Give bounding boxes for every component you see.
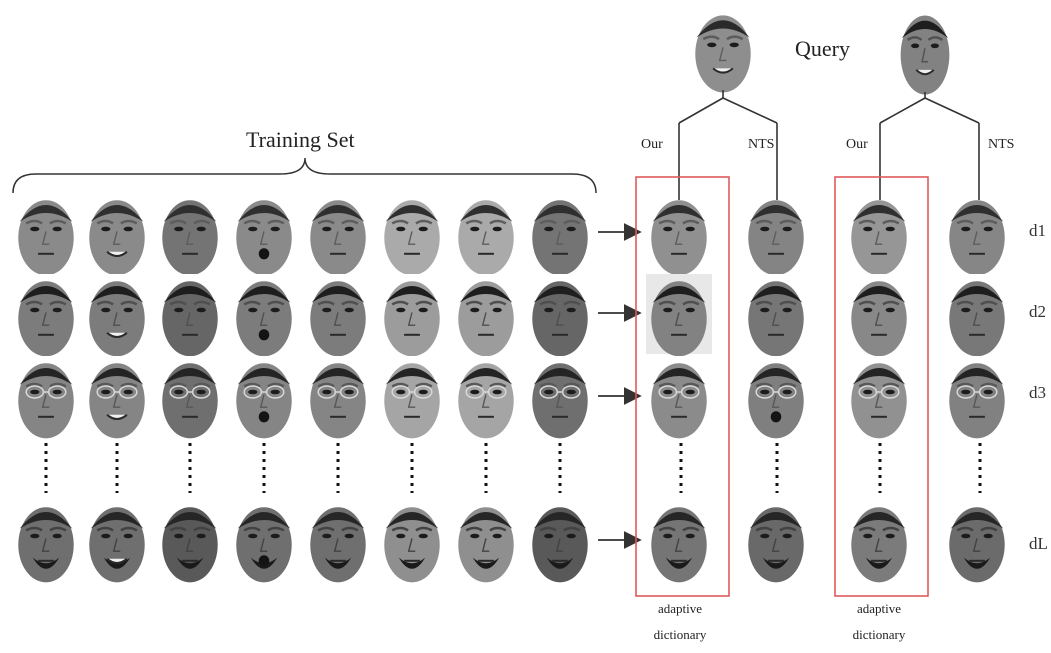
- query-label: Query: [795, 36, 850, 61]
- nts-face: [944, 274, 1010, 357]
- branch-label-ours-1: Our: [641, 137, 663, 152]
- training-face: [453, 356, 519, 439]
- training-face: [379, 356, 445, 439]
- training-face: [231, 274, 297, 357]
- training-set-brace: [12, 157, 597, 194]
- adaptive-dictionary-box-1: [635, 176, 730, 597]
- training-face: [527, 356, 593, 439]
- training-face: [157, 500, 223, 583]
- training-face: [305, 274, 371, 357]
- branch-label-nts-2: NTS: [988, 137, 1015, 152]
- training-face: [13, 193, 79, 276]
- adaptive-dictionary-face: [846, 274, 912, 357]
- caption-line-1: adaptive: [657, 601, 703, 616]
- adaptive-dictionary-face: [846, 193, 912, 276]
- training-face: [231, 193, 297, 276]
- branch-label-ours-2: Our: [846, 137, 868, 152]
- row-label-d2: d2: [1029, 302, 1046, 321]
- nts-face: [743, 356, 809, 439]
- adaptive-dictionary-box-2: [834, 176, 929, 597]
- training-face: [84, 500, 150, 583]
- training-face: [305, 193, 371, 276]
- training-face: [379, 274, 445, 357]
- query-face-2: [896, 8, 954, 95]
- caption-line-2: dictionary: [653, 627, 707, 642]
- training-face: [13, 500, 79, 583]
- training-face: [379, 500, 445, 583]
- adaptive-dictionary-caption-1: adaptive dictionary: [630, 596, 730, 648]
- training-face: [13, 274, 79, 357]
- adaptive-dictionary-face: [646, 193, 712, 276]
- training-face: [157, 193, 223, 276]
- training-face: [527, 274, 593, 357]
- query-tree-2: [879, 92, 980, 200]
- nts-face: [944, 500, 1010, 583]
- query-tree-1: [678, 90, 778, 200]
- adaptive-dictionary-face: [646, 356, 712, 439]
- training-face: [13, 356, 79, 439]
- training-face: [453, 193, 519, 276]
- training-face: [157, 356, 223, 439]
- nts-face: [743, 193, 809, 276]
- training-face: [84, 356, 150, 439]
- nts-face: [944, 356, 1010, 439]
- adaptive-dictionary-face: [646, 274, 712, 357]
- nts-face: [743, 500, 809, 583]
- adaptive-dictionary-face: [646, 500, 712, 583]
- query-face-1: [690, 8, 756, 93]
- training-face: [453, 274, 519, 357]
- caption-line-1: adaptive: [856, 601, 902, 616]
- training-set-title: Training Set: [246, 127, 355, 152]
- adaptive-dictionary-face: [846, 356, 912, 439]
- adaptive-dictionary-caption-2: adaptive dictionary: [829, 596, 929, 648]
- training-face: [305, 500, 371, 583]
- row-label-d1: d1: [1029, 221, 1046, 240]
- branch-label-nts-1: NTS: [748, 137, 775, 152]
- training-face: [379, 193, 445, 276]
- nts-face: [743, 274, 809, 357]
- training-face: [453, 500, 519, 583]
- training-face: [84, 274, 150, 357]
- adaptive-dictionary-face: [846, 500, 912, 583]
- training-face: [527, 193, 593, 276]
- training-face: [231, 500, 297, 583]
- training-face: [305, 356, 371, 439]
- row-label-d3: d3: [1029, 383, 1046, 402]
- nts-face: [944, 193, 1010, 276]
- training-face: [231, 356, 297, 439]
- training-face: [157, 274, 223, 357]
- caption-line-2: dictionary: [852, 627, 906, 642]
- training-face: [527, 500, 593, 583]
- training-face: [84, 193, 150, 276]
- row-label-dl: dL: [1029, 534, 1048, 553]
